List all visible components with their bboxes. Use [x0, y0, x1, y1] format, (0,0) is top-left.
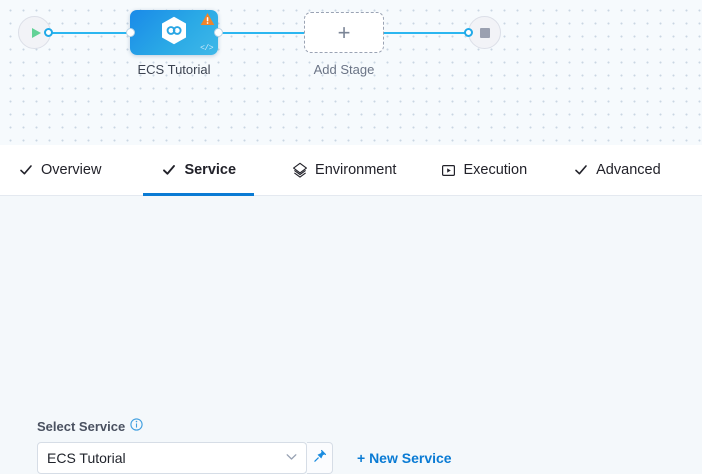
select-service-label: Select Service [37, 418, 126, 434]
tab-advanced[interactable]: Advanced [573, 145, 661, 196]
edge-start-to-stage [47, 32, 131, 34]
stage-output-connector-dot[interactable] [214, 28, 223, 37]
tab-service[interactable]: Service [143, 145, 254, 196]
info-icon[interactable] [130, 418, 143, 434]
service-select[interactable]: ECS Tutorial [37, 442, 307, 474]
service-select-row: ECS Tutorial + New Service [37, 442, 452, 474]
edge-add-to-end [384, 32, 476, 34]
tab-execution[interactable]: Execution [440, 145, 527, 196]
tab-advanced-label: Advanced [596, 162, 661, 178]
service-tab-panel: Select Service ECS Tutorial [0, 196, 702, 474]
start-connector-dot[interactable] [44, 28, 53, 37]
stage-node-label: ECS Tutorial [137, 62, 211, 77]
new-service-button[interactable]: + New Service [357, 450, 452, 466]
pin-icon [313, 449, 327, 468]
pin-service-button[interactable] [307, 442, 333, 474]
tab-execution-label: Execution [463, 162, 528, 178]
stage-tabs: Overview Service Environment [0, 145, 702, 196]
tab-environment[interactable]: Environment [292, 145, 396, 196]
edge-stage-to-add [218, 32, 304, 34]
tab-overview[interactable]: Overview [18, 145, 101, 196]
check-icon [573, 162, 589, 178]
stage-input-connector-dot[interactable] [126, 28, 135, 37]
warning-triangle-icon [200, 12, 215, 31]
service-select-value: ECS Tutorial [47, 450, 126, 466]
end-connector-dot[interactable] [464, 28, 473, 37]
check-icon [18, 162, 34, 178]
play-icon [31, 27, 41, 38]
pipeline-end-node[interactable] [468, 16, 501, 49]
tab-environment-label: Environment [315, 162, 397, 178]
add-stage-node[interactable]: + [304, 12, 384, 53]
tab-overview-label: Overview [41, 162, 102, 178]
chevron-down-icon [286, 453, 297, 464]
check-icon [161, 162, 177, 178]
stop-icon [479, 27, 490, 38]
play-box-icon [440, 162, 456, 178]
tab-service-label: Service [184, 162, 237, 178]
add-stage-label: Add Stage [313, 62, 375, 77]
service-hexagon-icon [160, 15, 188, 50]
stage-node-ecs-tutorial[interactable]: </> [130, 10, 218, 55]
pipeline-canvas[interactable]: </> ECS Tutorial + Add Stage [0, 0, 702, 145]
layers-icon [292, 162, 308, 178]
code-brackets-icon[interactable]: </> [200, 44, 213, 53]
select-service-label-group: Select Service [37, 418, 143, 434]
plus-icon: + [337, 19, 351, 45]
